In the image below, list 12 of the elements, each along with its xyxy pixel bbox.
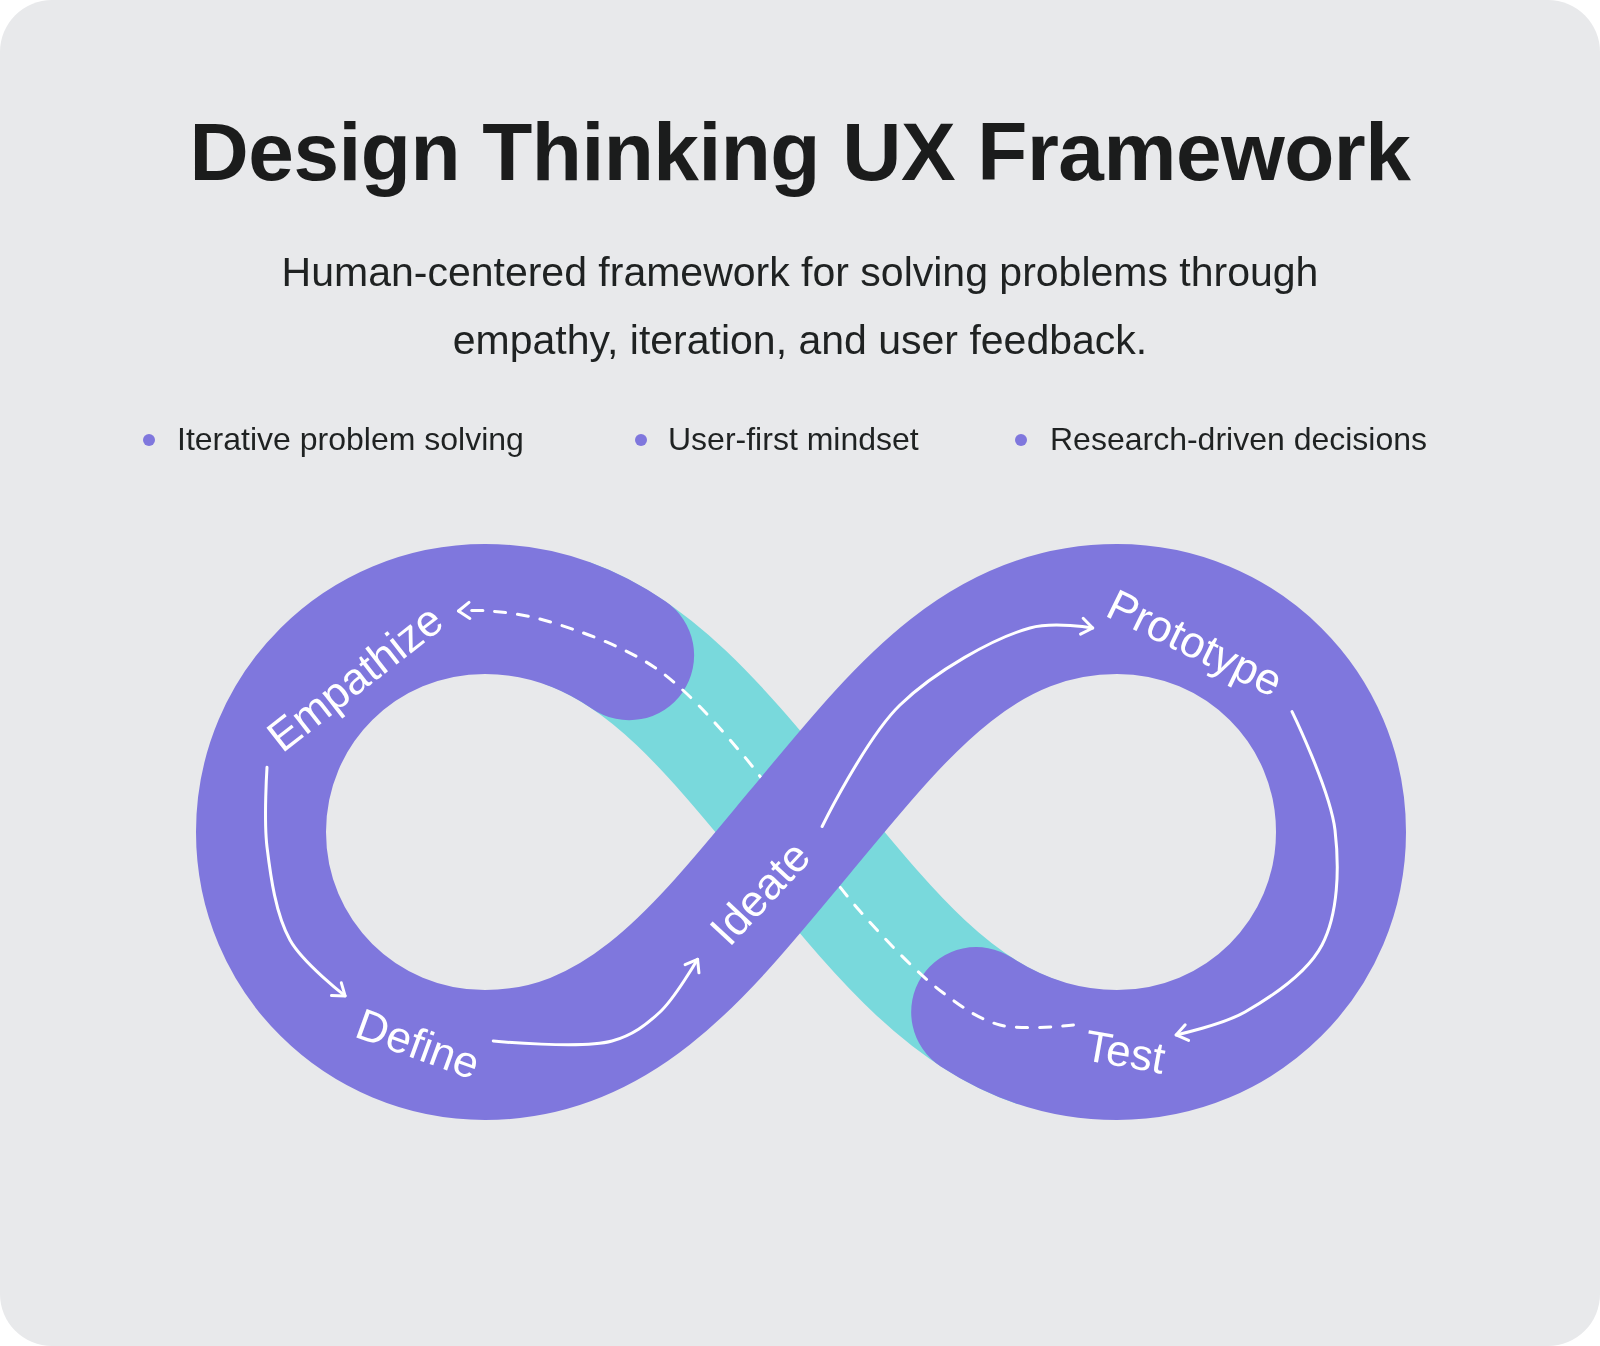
stage-label: Define (350, 1001, 486, 1087)
arrow (1174, 710, 1339, 1042)
arrow (820, 616, 1095, 828)
title-text: Design Thinking UX Framework (189, 105, 1411, 199)
bullet-text: User-first mindset (668, 420, 919, 459)
arrow (491, 957, 701, 1047)
bullet-text: Iterative problem solving (177, 420, 524, 459)
stage-label: Test (1081, 1023, 1169, 1081)
subtitle-text: Human-centered framework for solving problems through empathy, iteration, and user feedback. (280, 248, 1320, 365)
arrow (264, 765, 347, 998)
bullet-text: Research-driven decisions (1050, 420, 1428, 459)
dashed-arrow (456, 600, 1075, 1030)
